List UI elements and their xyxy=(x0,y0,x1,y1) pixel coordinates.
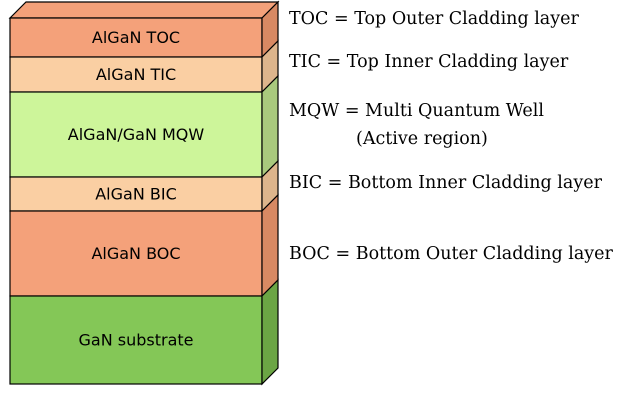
layer-side-gan-substrate xyxy=(261,278,279,386)
legend-toc: TOC = Top Outer Cladding layer xyxy=(289,9,579,29)
legend-boc: BOC = Bottom Outer Cladding layer xyxy=(289,244,613,264)
layer-label-gan-substrate: GaN substrate xyxy=(79,331,194,350)
block-top-face xyxy=(8,1,280,19)
layer-front-algan-bic xyxy=(9,176,263,212)
layer-front-algan-gan-mqw xyxy=(9,91,263,178)
layer-front-algan-tic xyxy=(9,56,263,93)
legend-mqw-subtitle: (Active region) xyxy=(356,129,488,149)
layer-side-algan-gan-mqw xyxy=(261,74,279,179)
layer-front-algan-boc xyxy=(9,210,263,297)
layer-label-algan-boc: AlGaN BOC xyxy=(91,244,180,263)
layer-label-algan-tic: AlGaN TIC xyxy=(96,65,176,84)
layer-label-algan-gan-mqw: AlGaN/GaN MQW xyxy=(68,125,205,144)
layer-front-algan-toc xyxy=(9,17,263,58)
layer-label-algan-toc: AlGaN TOC xyxy=(92,28,180,47)
layer-label-algan-bic: AlGaN BIC xyxy=(95,185,177,204)
legend-bic: BIC = Bottom Inner Cladding layer xyxy=(289,173,602,193)
layer-front-gan-substrate xyxy=(9,295,263,385)
layer-stack: AlGaN TOC AlGaN TIC AlGaN/GaN MQW AlGaN BIC… xyxy=(8,0,280,386)
legend-mqw: MQW = Multi Quantum Well xyxy=(289,101,544,121)
legend-tic: TIC = Top Inner Cladding layer xyxy=(289,52,569,72)
layer-side-algan-boc xyxy=(261,193,279,298)
